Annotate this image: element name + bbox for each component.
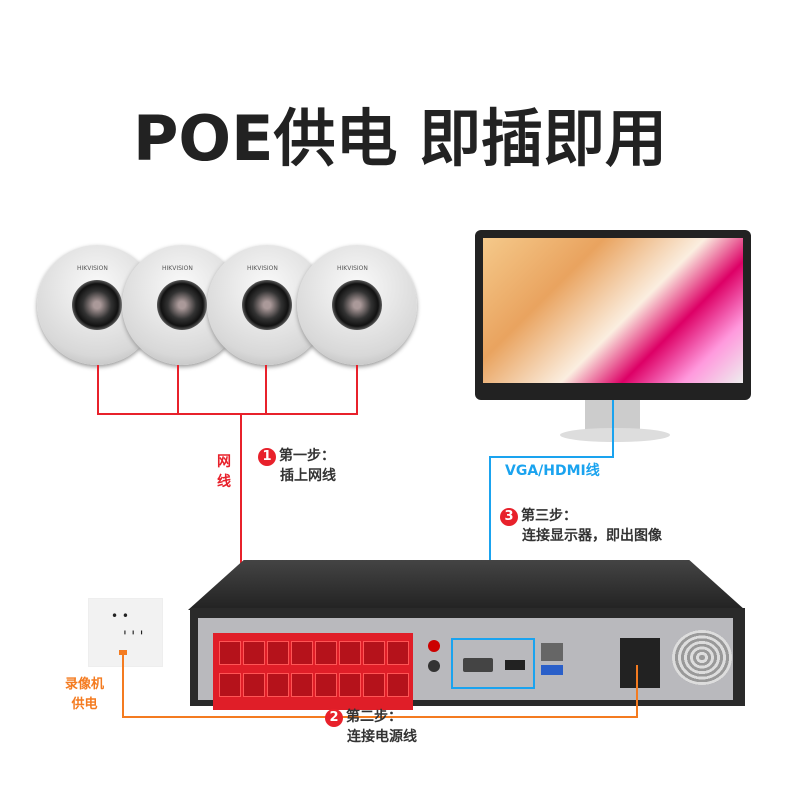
usb-port <box>541 665 563 675</box>
network-cable-label: 网线 <box>217 454 231 490</box>
power-label: 录像机供电 <box>65 677 105 712</box>
monitor-base <box>560 428 670 442</box>
vga-port <box>463 658 493 672</box>
nvr-top <box>188 560 745 610</box>
fan-icon <box>672 630 732 685</box>
monitor-screen-store-image <box>483 238 743 383</box>
page-title: POE供电 即插即用 <box>132 102 668 175</box>
dome-camera-3: HIKVISION <box>207 245 327 365</box>
dome-camera-4: HIKVISION <box>297 245 417 365</box>
poe-ports <box>213 633 413 710</box>
power-inlet <box>620 638 660 688</box>
monitor <box>475 230 751 400</box>
audio-port <box>428 660 440 672</box>
lan-port <box>541 643 563 661</box>
hdmi-port <box>505 660 525 670</box>
audio-port <box>428 640 440 652</box>
video-cable-label: VGA/HDMI线 <box>505 463 600 479</box>
wall-socket: • • ' ' ' <box>88 598 163 667</box>
video-ports <box>451 638 535 689</box>
